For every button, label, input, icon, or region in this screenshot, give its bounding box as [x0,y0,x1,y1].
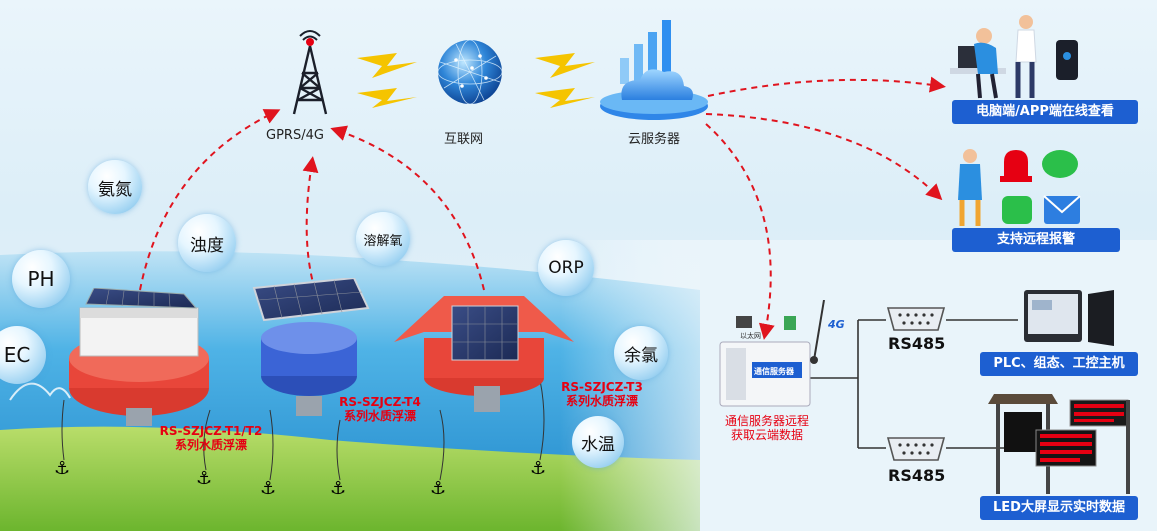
anchor-icon: ⚓ [54,458,71,479]
comm-server-line1: 通信服务器远程 [724,414,809,428]
ethernet-tag: 以太网 [740,332,761,340]
param-ec: EC [3,343,31,367]
db9-connector-icon [886,307,946,331]
param-orp: ORP [548,258,584,278]
buoy-t1t2-illustration [69,288,209,426]
param-do: 溶解氧 [363,233,403,249]
param-ammonia: 氨氮 [98,179,132,200]
buoy-t3-base [474,386,500,412]
buoy-t4-model: RS-SZJCZ-T4 [339,395,421,409]
anchor-icon: ⚓ [530,458,547,479]
buoy-t1t2-label: RS-SZJCZ-T1/T2 系列水质浮漂 [156,424,266,452]
buoy-t3-model: RS-SZJCZ-T3 [561,380,643,394]
param-temp-bubble: 水温 [572,416,624,468]
gprs-label: GPRS/4G [266,128,324,143]
param-turbidity: 浊度 [190,235,224,256]
param-ph: PH [27,267,55,291]
online-view-illustration [950,15,1078,99]
param-orp-bubble: ORP [538,240,594,296]
buoy-t4-illustration [252,278,370,416]
comm-server-label: 通信服务器远程 获取云端数据 [712,414,822,442]
param-ec-bubble: EC [0,326,46,384]
device-label: 通信服务器 [754,367,794,376]
rs485-label-b: RS485 [888,466,946,485]
internet-label: 互联网 [444,132,484,147]
buoy-t1t2-series: 系列水质浮漂 [174,438,247,452]
internet-globe-icon [437,39,503,105]
buoy-t3-series: 系列水质浮漂 [565,394,638,408]
db9-connector-icon [886,437,946,461]
param-temp: 水温 [581,434,615,455]
cloud-label: 云服务器 [628,132,681,147]
rs485-label-a: RS485 [888,334,946,353]
buoy-t4-series: 系列水质浮漂 [343,409,416,423]
param-chlorine-bubble: 余氯 [614,326,668,380]
tag-4g: 4G [828,318,845,331]
remote-alarm-bar: 支持远程报警 [952,228,1120,252]
param-ammonia-bubble: 氨氮 [88,160,142,214]
buoy-t3-label: RS-SZJCZ-T3 系列水质浮漂 [556,380,648,408]
param-ph-bubble: PH [12,250,70,308]
buoy-t3-illustration [394,296,574,396]
comm-server-device-icon [719,300,825,407]
led-bar: LED大屏显示实时数据 [980,496,1138,520]
anchor-icon: ⚓ [330,478,347,499]
cell-tower-icon [292,30,328,115]
param-do-bubble: 溶解氧 [356,212,410,266]
buoy-t4-label: RS-SZJCZ-T4 系列水质浮漂 [334,395,426,423]
plc-panel-icon [1024,290,1114,346]
param-turbidity-bubble: 浊度 [178,214,236,272]
anchor-icon: ⚓ [260,478,277,499]
online-view-bar: 电脑端/APP端在线查看 [952,100,1138,124]
anchor-icon: ⚓ [196,468,213,489]
signal-bolt-icon [535,53,595,108]
signal-bolt-icon [357,53,417,108]
comm-server-line2: 获取云端数据 [730,428,803,442]
anchor-icon: ⚓ [430,478,447,499]
remote-alarm-illustration [958,149,1081,226]
led-screen-icon [988,394,1130,494]
plc-bar: PLC、组态、工控主机 [980,352,1138,376]
cloud-server-icon [600,20,708,120]
param-chlorine: 余氯 [624,345,658,366]
buoy-t1t2-model: RS-SZJCZ-T1/T2 [159,424,263,438]
